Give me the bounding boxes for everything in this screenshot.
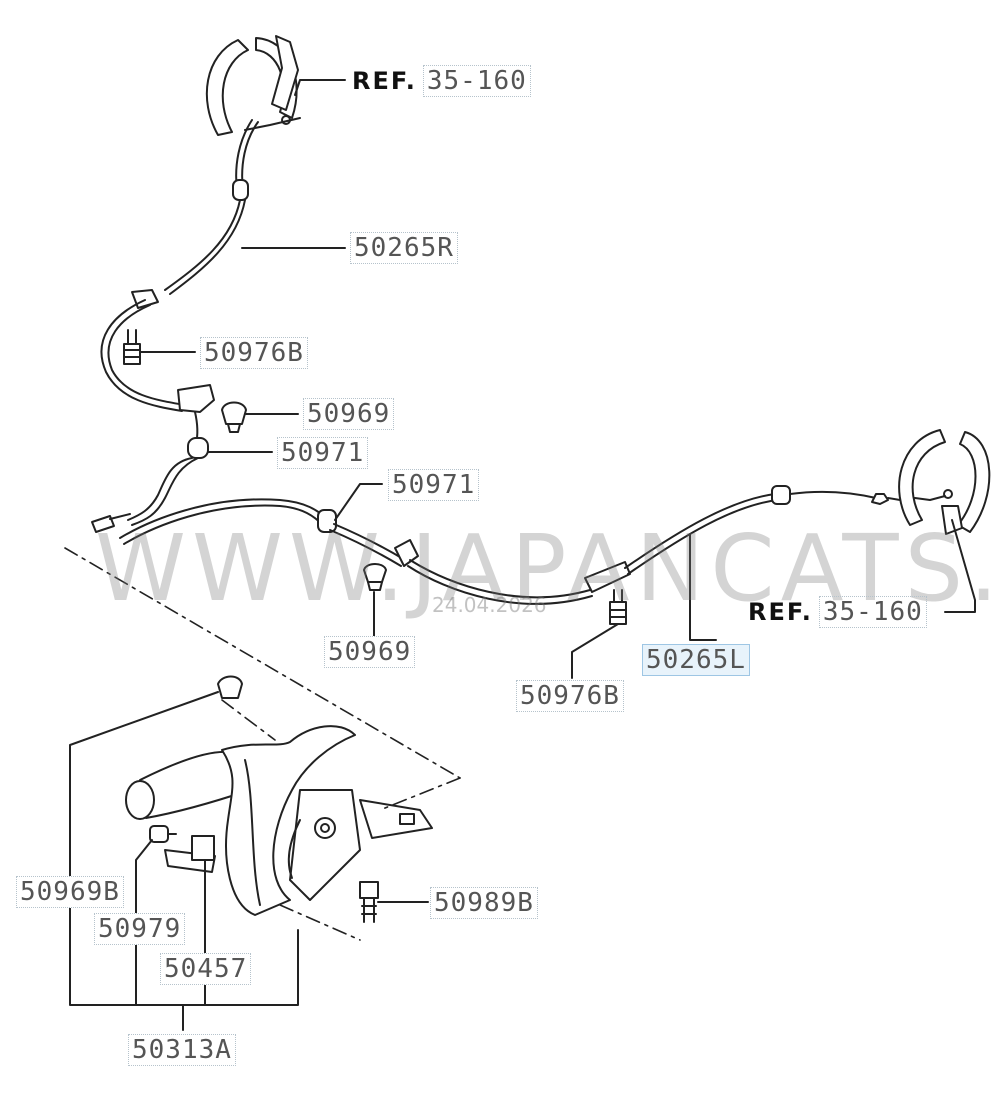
watermark: WWW.JAPANCATS.RU: [95, 515, 1000, 622]
ref-lower-number: 35-160: [818, 596, 927, 628]
cable-right: [91, 119, 259, 533]
bolt-upper: [123, 329, 141, 365]
phantom-lines: [64, 547, 461, 941]
clip-lower: [363, 563, 387, 591]
ref-upper[interactable]: REF.35-160: [352, 65, 531, 97]
label-bolt-bracket[interactable]: 50989B: [430, 887, 538, 919]
label-grommet-upper[interactable]: 50971: [277, 437, 369, 469]
label-cable-right[interactable]: 50265R: [350, 232, 458, 264]
label-grommet-lower[interactable]: 50971: [388, 469, 480, 501]
label-bolt-upper[interactable]: 50976B: [200, 337, 308, 369]
cable-left: [119, 485, 946, 605]
brake-shoe-upper: [205, 35, 301, 136]
label-cable-left[interactable]: 50265L: [642, 644, 750, 676]
ref-upper-number: 35-160: [422, 65, 531, 97]
label-clip-lever[interactable]: 50969B: [16, 876, 124, 908]
clip-upper: [221, 401, 247, 433]
leader-lines: [69, 79, 976, 1031]
parking-brake-lever: [125, 675, 433, 923]
ref-lower-prefix: REF.: [748, 598, 813, 626]
label-lever-assembly[interactable]: 50313A: [128, 1034, 236, 1066]
label-bolt-lever[interactable]: 50979: [94, 913, 186, 945]
watermark-date: 24.04.2026: [432, 593, 547, 617]
label-clip-upper[interactable]: 50969: [303, 398, 395, 430]
ref-lower[interactable]: REF.35-160: [748, 596, 927, 628]
label-bolt-lower[interactable]: 50976B: [516, 680, 624, 712]
label-clip-lower[interactable]: 50969: [324, 636, 416, 668]
label-switch-lever[interactable]: 50457: [160, 953, 252, 985]
ref-upper-prefix: REF.: [352, 67, 417, 95]
